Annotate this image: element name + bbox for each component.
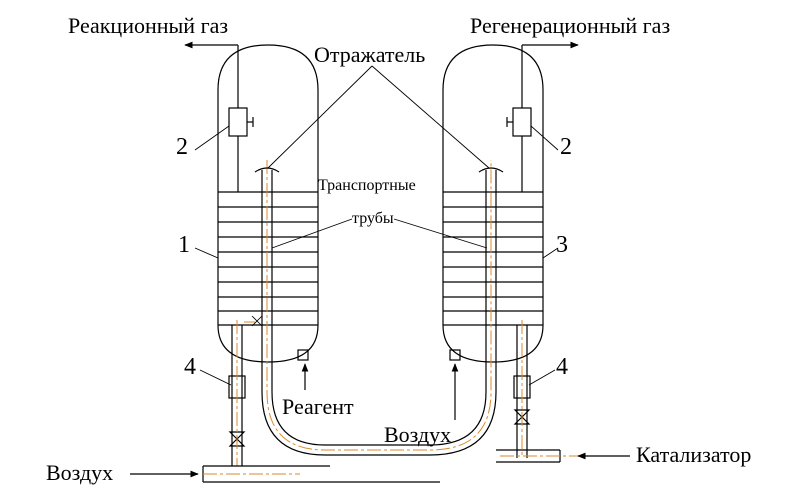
air-left-label: Воздух [46, 460, 113, 485]
transport-tubes-label-1: Транспортные [318, 177, 416, 194]
number-3: 3 [556, 232, 568, 258]
number-4-left: 4 [184, 354, 196, 380]
number-1: 1 [178, 232, 190, 258]
reflector-label: Отражатель [314, 42, 425, 67]
right-vessel [442, 44, 544, 363]
number-2-right: 2 [560, 134, 572, 160]
number-2-left: 2 [176, 134, 188, 160]
transport-tubes-label-2: трубы [352, 210, 394, 227]
leader-lines [194, 65, 559, 386]
air-center-label: Воздух [384, 422, 451, 447]
reaction-gas-label: Реакционный газ [68, 13, 228, 38]
number-4-right: 4 [556, 354, 568, 380]
catalyst-label: Катализатор [636, 442, 751, 467]
reagent-label: Реагент [282, 394, 354, 419]
right-reflector [478, 167, 504, 173]
transport-tube [261, 160, 497, 456]
left-reflector [254, 167, 280, 173]
left-vessel [217, 44, 319, 363]
regeneration-gas-label: Регенерационный газ [470, 13, 670, 38]
